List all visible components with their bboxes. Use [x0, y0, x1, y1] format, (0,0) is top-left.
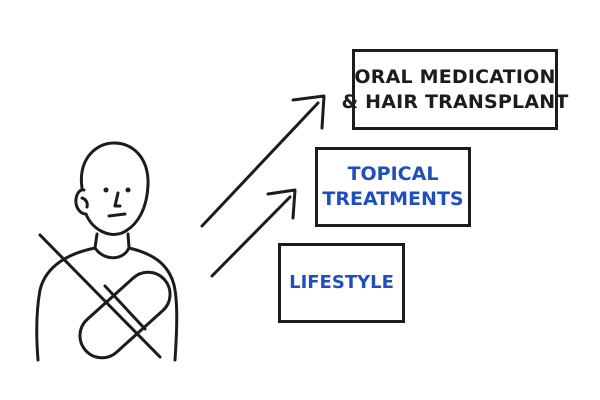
step-oral-medication-box: ORAL MEDICATION & HAIR TRANSPLANT [342, 49, 568, 130]
person-icon [35, 141, 179, 362]
step-oral-medication-line-2: & HAIR TRANSPLANT [341, 90, 569, 113]
arrow-up-right-icon [210, 188, 297, 278]
step-topical-line-1: TOPICAL [347, 163, 439, 185]
step-lifestyle-line-1: LIFESTYLE [289, 272, 394, 293]
pill-icon [78, 270, 172, 360]
arrow-up-right-icon [200, 94, 326, 228]
crossed-out-line [38, 233, 162, 359]
step-topical-line-2: TREATMENTS [322, 188, 464, 210]
step-topical-treatments-box: TOPICAL TREATMENTS [315, 147, 471, 227]
step-lifestyle-box: LIFESTYLE [278, 243, 405, 323]
step-oral-medication-line-1: ORAL MEDICATION [354, 65, 556, 88]
